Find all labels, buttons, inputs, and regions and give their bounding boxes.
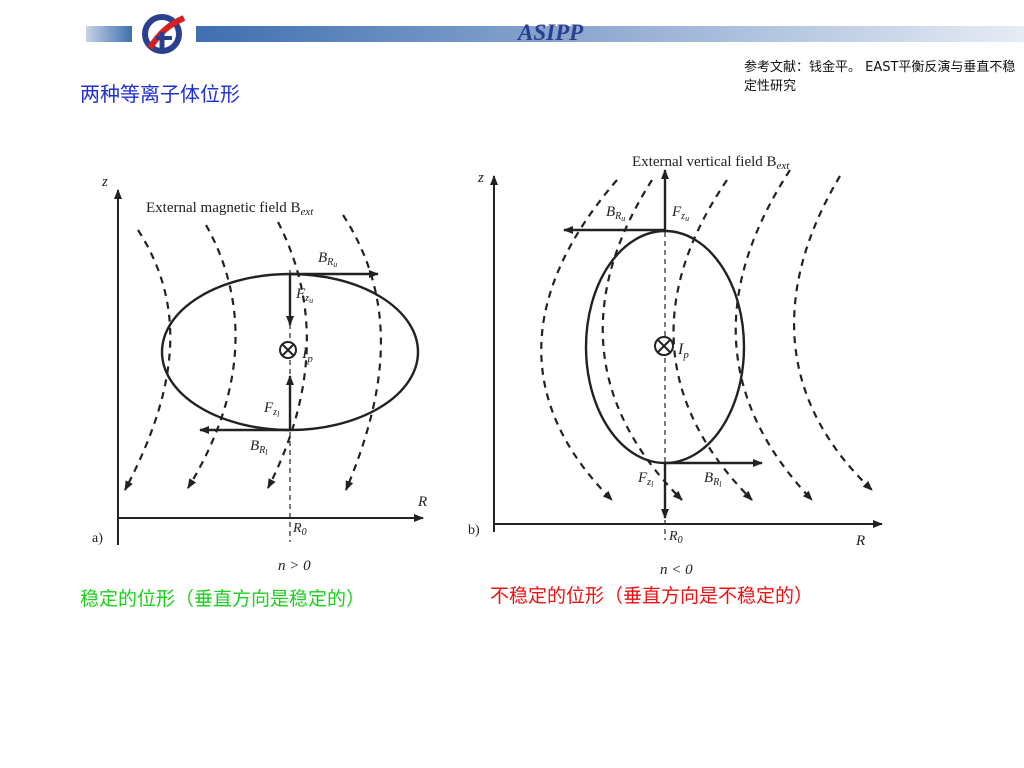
field-line <box>734 169 813 501</box>
brand-title: ASIPP <box>518 20 584 45</box>
panel-label: a) <box>92 531 103 546</box>
field-label: External vertical field Bext <box>632 154 790 172</box>
field-line <box>187 224 237 489</box>
reference-text: 参考文献：钱金平。 EAST平衡反演与垂直不稳定性研究 <box>744 60 1016 94</box>
field-label: External magnetic field Bext <box>146 200 314 218</box>
field-line <box>342 214 382 491</box>
ip-label: Ip <box>677 341 689 361</box>
header-bar-right <box>196 26 1024 42</box>
fzu-label: Fzu <box>671 204 689 223</box>
stable-configuration-diagram: External magnetic field Bext z R a) R0 I… <box>92 174 427 574</box>
fzl-label: Fzl <box>263 400 280 419</box>
r0-label: R0 <box>668 529 683 546</box>
r0-label: R0 <box>292 521 307 538</box>
fzu-label: Fzu <box>295 286 313 305</box>
field-line <box>540 179 618 501</box>
asipp-logo-icon <box>142 14 186 54</box>
ip-label: Ip <box>301 345 313 365</box>
field-line <box>267 221 308 489</box>
current-out-of-plane-icon <box>654 336 674 356</box>
bru-label: BRu <box>606 204 625 223</box>
panel-label: b) <box>468 523 480 538</box>
r-axis-label: R <box>855 533 865 549</box>
unstable-configuration-diagram: External vertical field Bext z R b) R0 I… <box>468 154 883 578</box>
field-index-label: n > 0 <box>278 558 311 574</box>
field-line <box>672 179 753 501</box>
z-axis-label: z <box>477 170 484 186</box>
brl-label: BRl <box>250 438 268 457</box>
fzl-label: Fzl <box>637 470 654 489</box>
header-bar-left <box>86 26 132 42</box>
current-out-of-plane-icon <box>279 341 297 359</box>
brl-label: BRl <box>704 470 722 489</box>
unstable-caption: 不稳定的位形（垂直方向是不稳定的） <box>490 585 814 607</box>
bru-label: BRu <box>318 250 337 269</box>
field-index-label: n < 0 <box>660 562 693 578</box>
page-title: 两种等离子体位形 <box>80 82 240 106</box>
r-axis-label: R <box>417 494 427 510</box>
field-line <box>792 175 873 491</box>
stable-caption: 稳定的位形（垂直方向是稳定的） <box>80 588 366 610</box>
field-line <box>124 229 172 491</box>
z-axis-label: z <box>101 174 108 190</box>
